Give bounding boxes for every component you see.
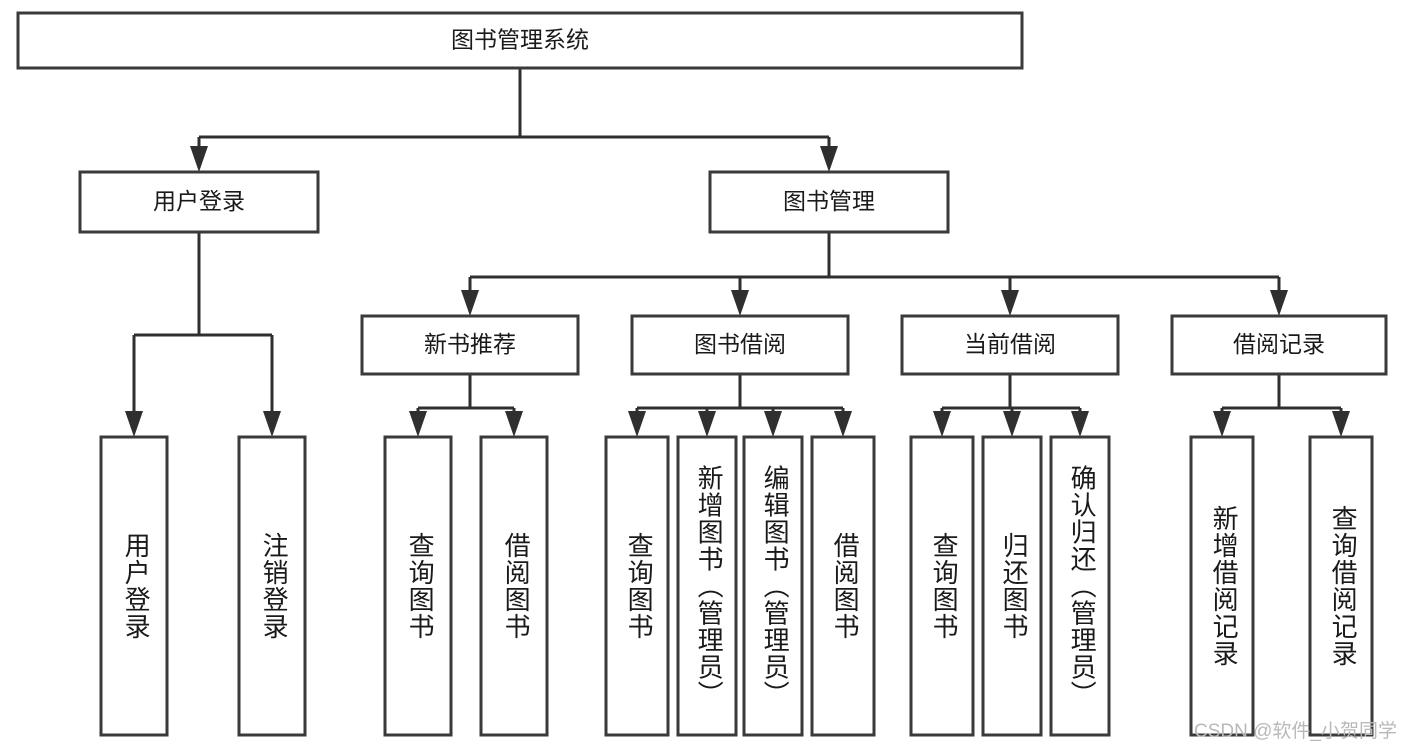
node-book-manage[interactable]: 图书管理 [708,170,950,234]
connector-group [190,68,838,172]
connector-group [461,232,1288,316]
node-label: 图书管理系统 [451,27,589,53]
node-box [99,435,169,737]
node-label: 借阅记录 [1233,331,1325,357]
node-label: 用户登录 [121,532,151,640]
node-box [630,314,850,376]
node-leaf-query-record[interactable]: 查询借阅记录 [1308,435,1374,737]
connectors-layer [125,68,1350,437]
watermark-text: CSDN @软件_小贺同学 [1194,721,1397,742]
node-box [981,435,1043,737]
node-user-login[interactable]: 用户登录 [78,170,320,234]
node-current-borrow[interactable]: 当前借阅 [900,314,1120,376]
node-root[interactable]: 图书管理系统 [16,11,1024,70]
node-box [909,435,975,737]
node-box [360,314,580,376]
connector-group [125,232,281,437]
node-leaf-borrow-book-1[interactable]: 借阅图书 [479,435,549,737]
node-box [810,435,876,737]
node-box [900,314,1120,376]
node-label: 编辑图书（管理员） [760,464,790,707]
node-label: 当前借阅 [964,331,1056,357]
node-label: 新增图书（管理员） [694,464,724,707]
node-box [16,11,1024,70]
node-label: 用户登录 [153,188,245,214]
node-leaf-query-book-3[interactable]: 查询图书 [909,435,975,737]
node-new-book-recommend[interactable]: 新书推荐 [360,314,580,376]
node-book-borrow[interactable]: 图书借阅 [630,314,850,376]
node-box [604,435,670,737]
node-label: 归还图书 [999,532,1029,640]
nodes-layer: 图书管理系统用户登录图书管理新书推荐图书借阅当前借阅借阅记录用户登录注销登录查询… [16,11,1388,737]
node-label: 图书管理 [783,188,875,214]
node-label: 查询图书 [929,532,959,640]
connector-group [933,374,1089,437]
node-label: 借阅图书 [501,532,531,640]
node-leaf-query-book-2[interactable]: 查询图书 [604,435,670,737]
node-label: 查询图书 [405,532,435,640]
node-box [1049,435,1111,737]
node-label: 查询图书 [624,532,654,640]
node-box [1170,314,1388,376]
node-leaf-user-login[interactable]: 用户登录 [99,435,169,737]
node-box [676,435,738,737]
node-leaf-edit-book[interactable]: 编辑图书（管理员） [742,435,804,737]
node-label: 注销登录 [259,532,289,640]
node-box [237,435,307,737]
node-leaf-logout[interactable]: 注销登录 [237,435,307,737]
node-box [1308,435,1374,737]
node-leaf-confirm-return[interactable]: 确认归还（管理员） [1049,435,1111,737]
connector-group [1213,374,1350,437]
connector-group [628,374,852,437]
node-box [383,435,453,737]
node-leaf-add-record[interactable]: 新增借阅记录 [1189,435,1255,737]
node-box [742,435,804,737]
node-box [479,435,549,737]
node-label: 新增借阅记录 [1209,505,1239,667]
node-leaf-borrow-book-2[interactable]: 借阅图书 [810,435,876,737]
node-label: 图书借阅 [694,331,786,357]
node-box [1189,435,1255,737]
node-label: 新书推荐 [424,331,516,357]
node-borrow-record[interactable]: 借阅记录 [1170,314,1388,376]
connector-group [409,374,523,437]
node-box [78,170,320,234]
node-label: 借阅图书 [830,532,860,640]
node-leaf-query-book-1[interactable]: 查询图书 [383,435,453,737]
node-leaf-return-book[interactable]: 归还图书 [981,435,1043,737]
node-box [708,170,950,234]
node-label: 确认归还（管理员） [1067,464,1097,707]
node-leaf-add-book[interactable]: 新增图书（管理员） [676,435,738,737]
node-label: 查询借阅记录 [1328,505,1358,667]
